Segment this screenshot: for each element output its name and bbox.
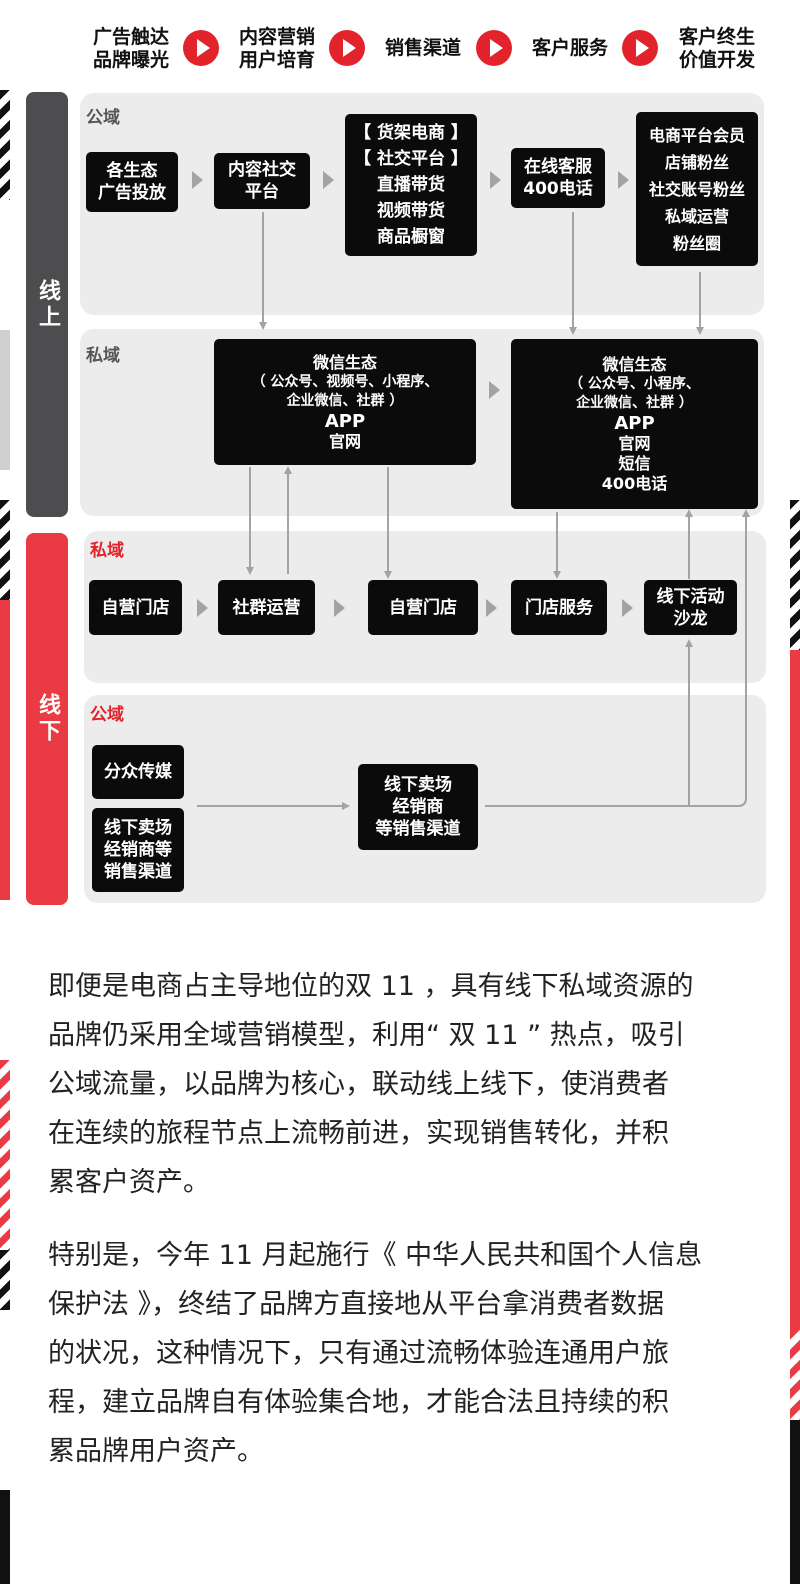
- sidebar-offline: 线下: [26, 533, 68, 905]
- box-store-service: 门店服务: [511, 580, 607, 635]
- left-edge-grey-block: [0, 330, 10, 470]
- box-focus-media: 分众传媒: [92, 745, 184, 799]
- left-edge-black-block: [0, 1490, 10, 1584]
- play-icon: [476, 30, 512, 66]
- box-ecommerce-channels: 【 货架电商 】【 社交平台 】 直播带货视频带货 商品橱窗: [345, 114, 477, 256]
- left-edge-stripe-bottom: [0, 1250, 10, 1310]
- flow-arrow-icon: [618, 171, 629, 189]
- stage-customer-service: 客户服务: [531, 37, 608, 59]
- box-owned-store-1: 自营门店: [89, 580, 182, 635]
- flow-arrow-icon: [489, 381, 500, 399]
- flow-arrow-icon: [490, 171, 501, 189]
- left-edge-stripe-red: [0, 1060, 10, 1250]
- sidebar-online: 线上: [26, 92, 68, 517]
- stage-content-marketing: 内容营销用户培育: [238, 26, 315, 71]
- flow-arrow-icon: [192, 171, 203, 189]
- box-offline-events: 线下活动沙龙: [644, 580, 737, 635]
- flow-arrow-icon: [486, 599, 497, 617]
- box-ecosystem-ads: 各生态广告投放: [86, 152, 178, 212]
- box-owned-store-2: 自营门店: [368, 580, 478, 635]
- box-wechat-ecosystem-1: 微信生态 （ 公众号、视频号、小程序、 企业微信、社群 ） APP 官网: [214, 339, 476, 465]
- box-platform-members: 电商平台会员店铺粉丝 社交账号粉丝私域运营 粉丝圈: [636, 112, 758, 266]
- flow-arrow-icon: [334, 599, 345, 617]
- play-icon: [329, 30, 365, 66]
- left-edge-red-block: [0, 600, 10, 900]
- box-wechat-ecosystem-2: 微信生态 （ 公众号、小程序、 企业微信、社群 ） APP 官网 短信 400电…: [511, 339, 758, 509]
- left-edge-stripe-mid: [0, 500, 10, 600]
- paragraph-2: 特别是，今年 11 月起施行《 中华人民共和国个人信息 保护法 》，终结了品牌方…: [48, 1240, 703, 1467]
- label-offline-public: 公域: [90, 705, 124, 725]
- box-retail-dealers-1: 线下卖场经销商等 销售渠道: [92, 808, 184, 892]
- box-community-ops: 社群运营: [218, 580, 315, 635]
- right-edge-red-block: [790, 650, 800, 1330]
- right-edge-stripe-top: [790, 500, 800, 650]
- right-edge-stripe-red: [790, 1330, 800, 1420]
- label-online-public: 公域: [86, 108, 120, 128]
- box-retail-dealers-2: 线下卖场经销商 等销售渠道: [358, 764, 478, 850]
- connector-arrows: [197, 212, 750, 810]
- right-edge-black-block: [790, 1420, 800, 1584]
- play-icon: [622, 30, 658, 66]
- stage-ad-reach: 广告触达品牌曝光: [92, 26, 169, 71]
- stage-sales-channel: 销售渠道: [384, 37, 461, 59]
- label-offline-private: 私域: [90, 541, 124, 561]
- box-content-social-platform: 内容社交平台: [214, 153, 310, 209]
- label-online-private: 私域: [86, 346, 120, 366]
- play-icon: [183, 30, 219, 66]
- paragraph-1: 即便是电商占主导地位的双 11 ，具有线下私域资源的 品牌仍采用全域营销模型，利…: [48, 971, 694, 1198]
- flow-arrow-icon: [622, 599, 633, 617]
- left-edge-stripe-top: [0, 90, 10, 200]
- flow-arrow-icon: [323, 171, 334, 189]
- flow-arrow-icon: [197, 599, 208, 617]
- stage-lifetime-value: 客户终生价值开发: [678, 26, 755, 71]
